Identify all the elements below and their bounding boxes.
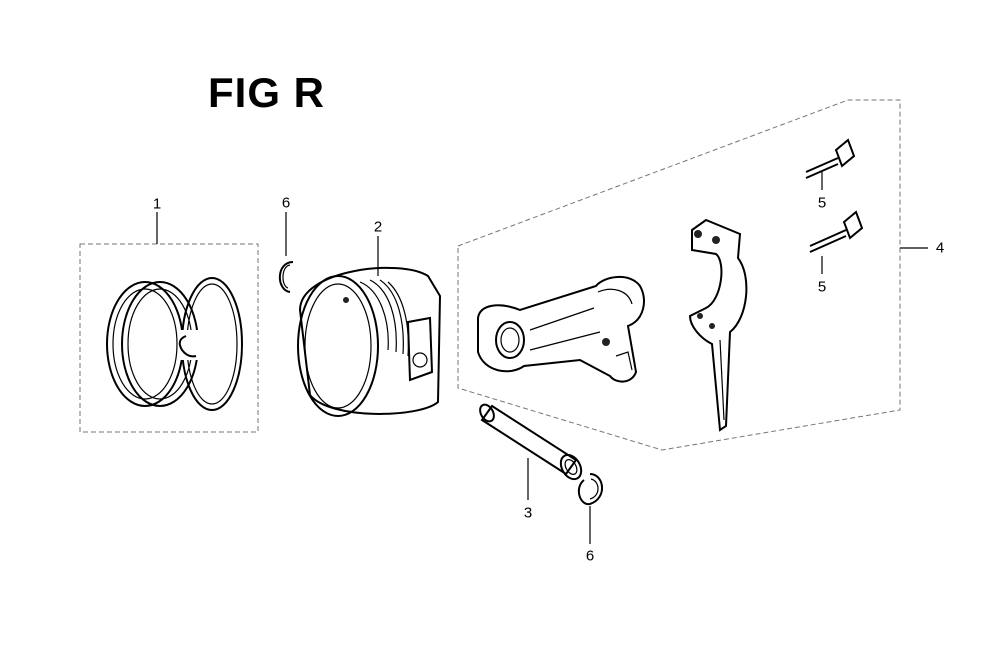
callout-2: 2 [373, 218, 383, 236]
callout-6-upper: 6 [281, 194, 291, 212]
assembly-outline [457, 99, 901, 451]
piston-pin [479, 403, 583, 481]
callout-5-upper: 5 [817, 194, 827, 212]
callout-3: 3 [523, 504, 533, 522]
callout-6-lower: 6 [585, 547, 595, 565]
connecting-rod-cap [688, 218, 748, 432]
callout-4: 4 [935, 239, 945, 257]
circlip-lower [577, 473, 603, 506]
callout-5-lower: 5 [817, 278, 827, 296]
connecting-rod [477, 276, 645, 383]
leader-lines [156, 172, 928, 544]
piston-ring-set [79, 243, 259, 433]
figure-title: FIG R [208, 69, 325, 116]
ring-set-box [79, 243, 259, 433]
rod-bolt-upper [805, 138, 856, 179]
rod-bolt-lower [809, 210, 864, 253]
circlip-upper [278, 261, 294, 293]
piston [297, 266, 442, 417]
callout-1: 1 [152, 195, 162, 213]
connecting-rod-assembly [457, 99, 901, 451]
